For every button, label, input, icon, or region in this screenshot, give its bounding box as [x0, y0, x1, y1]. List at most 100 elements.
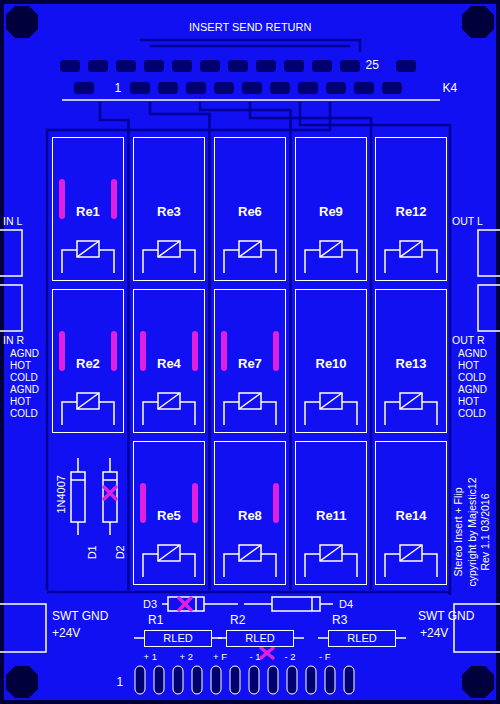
board-label: AGND	[10, 348, 39, 360]
board-label: Rev 1.1 03/2016	[478, 494, 490, 571]
relay-label: Re6	[238, 205, 262, 220]
board-label: 1	[117, 676, 124, 690]
relay-label: Re13	[396, 357, 427, 372]
jumper-pad	[192, 331, 198, 371]
diode-symbol	[71, 472, 85, 522]
connector-pad	[256, 60, 276, 72]
board-label: +24V	[420, 627, 448, 641]
relay-coil	[400, 241, 422, 257]
connector-pad	[382, 82, 402, 94]
board-label: cypyright by Majestic12	[465, 477, 477, 586]
board-label: OUT L	[452, 215, 483, 227]
connector-pad	[60, 60, 80, 72]
relay-outline: Re14	[375, 441, 447, 585]
connector-pin	[344, 666, 354, 694]
relay-label: Re7	[238, 357, 262, 372]
board-label: COLD	[458, 408, 486, 420]
connector-pad	[284, 60, 304, 72]
relay-coil-diagonal	[400, 241, 422, 257]
board-label: Stereo Insert + Flip	[452, 488, 464, 577]
relay-coil	[239, 545, 261, 561]
relay-coil-diagonal	[77, 393, 99, 409]
mounting-hole	[6, 6, 38, 38]
board-label: D2	[114, 545, 127, 559]
jumper-pad	[221, 331, 227, 371]
mounting-hole	[462, 666, 494, 698]
board-label: D1	[86, 545, 99, 559]
connector-pad	[326, 82, 346, 94]
trace	[150, 102, 210, 590]
connector-pad	[144, 60, 164, 72]
board-label: HOT	[10, 396, 31, 408]
jumper-pad	[273, 331, 279, 371]
diode-band	[311, 597, 313, 611]
jumper-pad	[192, 483, 198, 523]
relay-outline: Re3	[133, 137, 205, 281]
relay-label: Re11	[316, 509, 346, 524]
connector-pin	[192, 666, 202, 694]
connector-outline	[62, 99, 440, 101]
connector-pin	[211, 666, 221, 694]
traces	[47, 40, 450, 595]
connector-pad	[130, 82, 150, 94]
connector-pin	[306, 666, 316, 694]
connector-pin	[135, 666, 145, 694]
board-label: SWT GND	[52, 610, 108, 624]
connector-pin	[325, 666, 335, 694]
edge-connector	[478, 230, 500, 276]
board-label: + F	[213, 652, 227, 663]
mounting-hole	[462, 6, 494, 38]
connector-pad	[340, 60, 360, 72]
board-label: IN L	[3, 215, 22, 227]
relay-label: Re2	[76, 357, 100, 372]
resistor-lead	[396, 637, 406, 639]
board-label: D4	[339, 598, 353, 611]
relay-coil-diagonal	[239, 545, 261, 561]
connector-pad	[214, 82, 234, 94]
jumper-pad	[140, 331, 146, 371]
resistor-lead	[218, 637, 226, 639]
connector-pad	[312, 60, 332, 72]
connector-pad	[74, 82, 94, 94]
part-name: R1	[148, 614, 163, 628]
relay-coil-diagonal	[320, 241, 342, 257]
connector-pin	[173, 666, 183, 694]
connector-pad	[396, 60, 416, 72]
board-label: + 2	[180, 652, 193, 663]
board-label: + 1	[144, 652, 157, 663]
connector-pin	[249, 666, 259, 694]
board-label: COLD	[10, 408, 38, 420]
board-label: OUT R	[452, 334, 484, 346]
jumper-pad	[59, 331, 65, 371]
trace	[47, 591, 450, 594]
relay-label: Re12	[396, 205, 427, 220]
board-label: +24V	[52, 627, 80, 641]
diode-symbol	[168, 597, 204, 611]
relay-label: Re3	[157, 205, 181, 220]
diode-band	[71, 479, 85, 481]
relay-label: Re1	[76, 205, 100, 220]
edge-connector	[0, 230, 22, 276]
relay-coil	[320, 545, 342, 561]
relay-label: Re8	[238, 509, 262, 524]
relay-coil	[77, 241, 99, 257]
board-label: - F	[319, 652, 331, 663]
relay-coil-diagonal	[320, 393, 342, 409]
relay-coil	[239, 393, 261, 409]
connector-pad	[200, 60, 220, 72]
relay-coil	[239, 241, 261, 257]
relay-label: Re14	[396, 509, 427, 524]
resistor-part: R2RLED	[226, 614, 294, 648]
resistor-part: R3RLED	[328, 614, 396, 648]
connector-pad	[116, 60, 136, 72]
diode-symbol	[103, 472, 117, 522]
part-name: R2	[230, 614, 245, 628]
connector-pad	[88, 60, 108, 72]
part-name: R3	[332, 614, 347, 628]
relay-label: Re9	[319, 205, 343, 220]
board-label: HOT	[10, 360, 31, 372]
diodes	[71, 458, 406, 638]
